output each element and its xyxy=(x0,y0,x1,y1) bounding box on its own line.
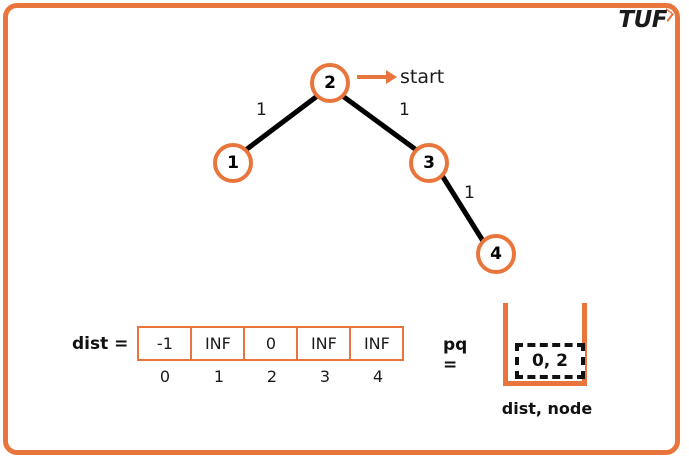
start-label: start xyxy=(400,66,445,88)
dist-cell-value: -1 xyxy=(137,326,193,361)
dist-entry-3: INF 3 xyxy=(296,326,352,386)
dist-cell-value: INF xyxy=(349,326,405,361)
dist-cells: -1 0 INF 1 0 2 INF 3 INF 4 xyxy=(137,326,405,386)
edge-weight-2-1: 1 xyxy=(256,100,267,120)
node-label: 1 xyxy=(227,153,239,173)
dist-cell-index: 4 xyxy=(372,367,383,386)
edge-weight-3-4: 1 xyxy=(464,183,475,203)
dist-cell-index: 1 xyxy=(213,367,224,386)
graph-node-1[interactable]: 1 xyxy=(213,143,253,183)
dist-label: dist = xyxy=(72,334,129,354)
dist-cell-index: 3 xyxy=(319,367,330,386)
dist-cell-index: 0 xyxy=(159,367,170,386)
dist-cell-value: INF xyxy=(296,326,352,361)
node-label: 3 xyxy=(423,153,435,173)
dist-entry-0: -1 0 xyxy=(137,326,193,386)
edge-weight-2-3: 1 xyxy=(399,100,410,120)
graph-node-4[interactable]: 4 xyxy=(476,234,516,274)
pq-item[interactable]: 0, 2 xyxy=(515,343,585,379)
tuf-logo: TUF xyxy=(618,7,675,33)
pq-label: pq = xyxy=(443,335,468,375)
dist-entry-2: 0 2 xyxy=(243,326,299,386)
dist-entry-4: INF 4 xyxy=(349,326,405,386)
pq-caption: dist, node xyxy=(501,399,593,418)
dist-cell-value: 0 xyxy=(243,326,299,361)
chevron-right-icon xyxy=(666,8,675,22)
dist-cell-value: INF xyxy=(190,326,246,361)
graph-node-3[interactable]: 3 xyxy=(409,143,449,183)
dist-entry-1: INF 1 xyxy=(190,326,246,386)
graph-node-2[interactable]: 2 xyxy=(310,63,350,103)
logo-text: TUF xyxy=(618,7,667,33)
dist-cell-index: 2 xyxy=(266,367,277,386)
node-label: 2 xyxy=(324,73,336,93)
pq-container: 0, 2 xyxy=(503,303,587,386)
node-label: 4 xyxy=(490,244,502,264)
dist-array: dist = -1 0 INF 1 0 2 INF 3 INF 4 xyxy=(72,326,405,386)
